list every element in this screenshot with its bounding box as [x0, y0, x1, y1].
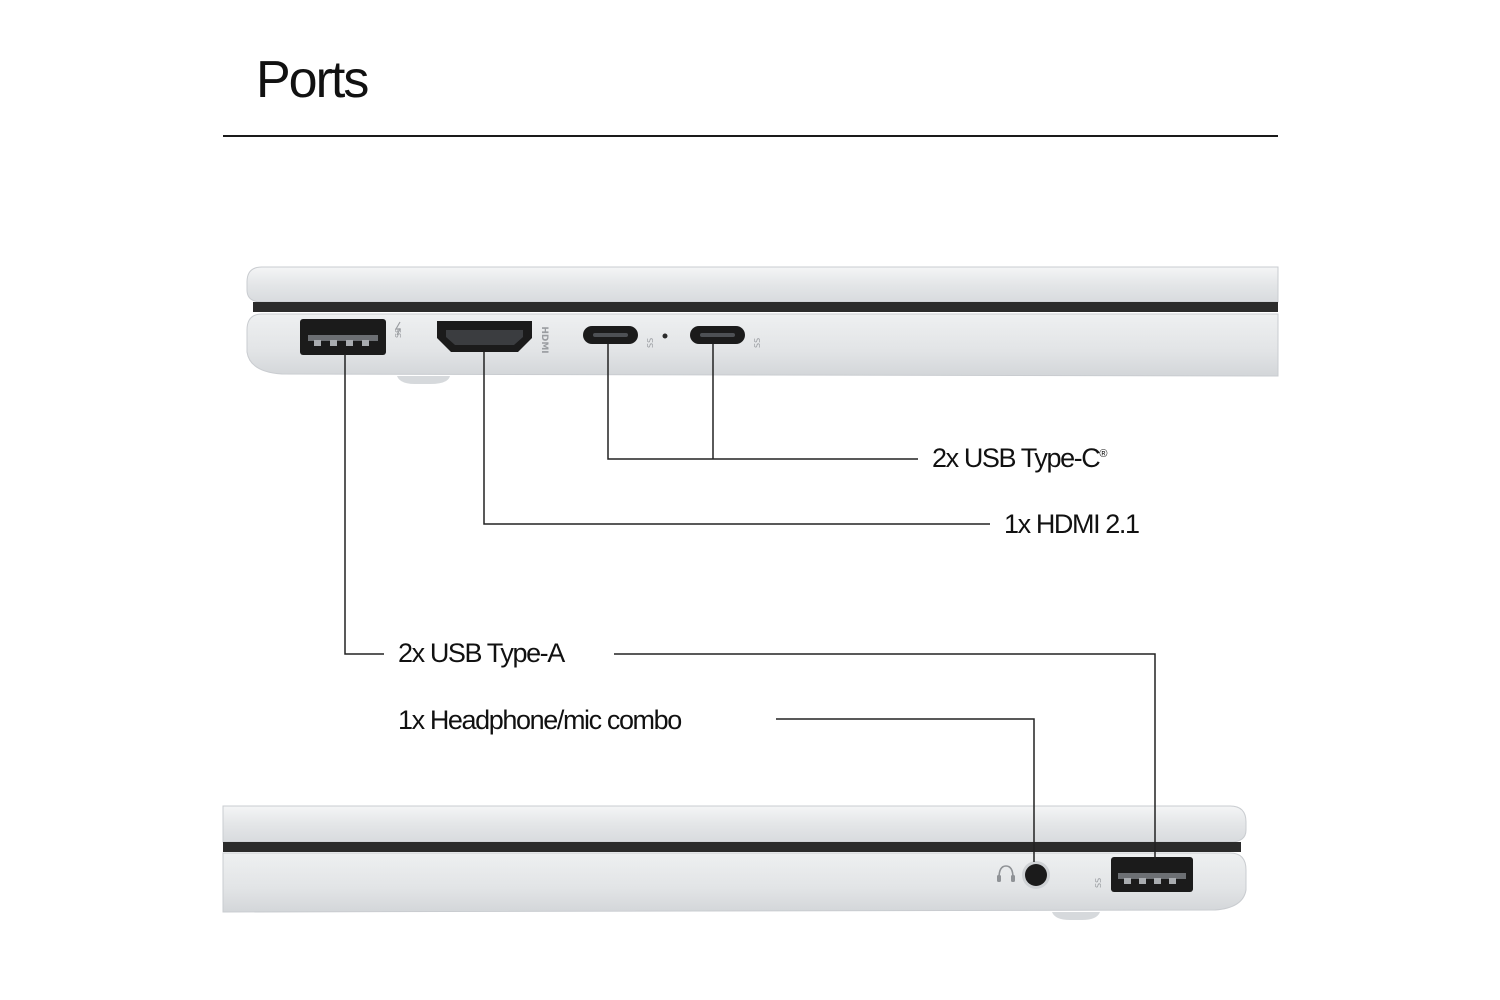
charge-bolt-icon — [394, 321, 401, 336]
leader-line-usb-c — [607, 344, 918, 460]
page-title: Ports — [256, 51, 369, 109]
usb-a-label-text: 2x USB Type-A — [398, 638, 565, 668]
usb-ss-marking: SS — [1094, 878, 1103, 888]
leader-line-hdmi — [483, 352, 990, 525]
hdmi-label: 1x HDMI 2.1 — [1004, 509, 1140, 539]
usb-ss-marking: SS — [646, 338, 655, 348]
usb-c-port-icon — [583, 326, 638, 344]
leader-line-usb-a-left — [344, 354, 384, 655]
headphone-jack-icon — [1022, 861, 1050, 889]
laptop-right-side: SS — [222, 805, 1247, 920]
laptop-foot — [1052, 912, 1100, 920]
usb-a-port-icon — [1111, 857, 1193, 892]
usb-c-port-icon — [690, 326, 745, 344]
leader-line-headphone — [776, 718, 1035, 862]
usb-ss-marking: SS — [753, 338, 762, 348]
hdmi-marking: HDMI — [539, 326, 549, 353]
hdmi-port-icon — [437, 321, 532, 352]
laptop-left-side: SS HDMI SS SS — [246, 266, 1279, 384]
laptop-foot — [397, 376, 450, 384]
registered-mark: ® — [1099, 448, 1108, 460]
headphone-icon — [997, 865, 1015, 882]
usb-a-label: 2x USB Type-A — [398, 638, 565, 668]
headphone-label-text: 1x Headphone/mic combo — [398, 705, 682, 735]
headphone-label: 1x Headphone/mic combo — [398, 705, 682, 735]
title-divider — [223, 135, 1278, 137]
laptop-lid — [246, 266, 1279, 303]
usb-a-port-icon — [300, 319, 386, 355]
laptop-base — [246, 313, 1279, 377]
hdmi-label-text: 1x HDMI 2.1 — [1004, 509, 1140, 539]
laptop-seam — [223, 842, 1241, 852]
status-led — [662, 333, 668, 339]
leader-line-usb-a-right — [614, 653, 1156, 860]
laptop-seam — [253, 302, 1278, 312]
laptop-base — [222, 852, 1247, 913]
usb-c-label: 2x USB Type-C® — [932, 445, 1107, 472]
laptop-lid — [222, 805, 1247, 843]
usb-c-label-text: 2x USB Type-C — [932, 443, 1101, 473]
